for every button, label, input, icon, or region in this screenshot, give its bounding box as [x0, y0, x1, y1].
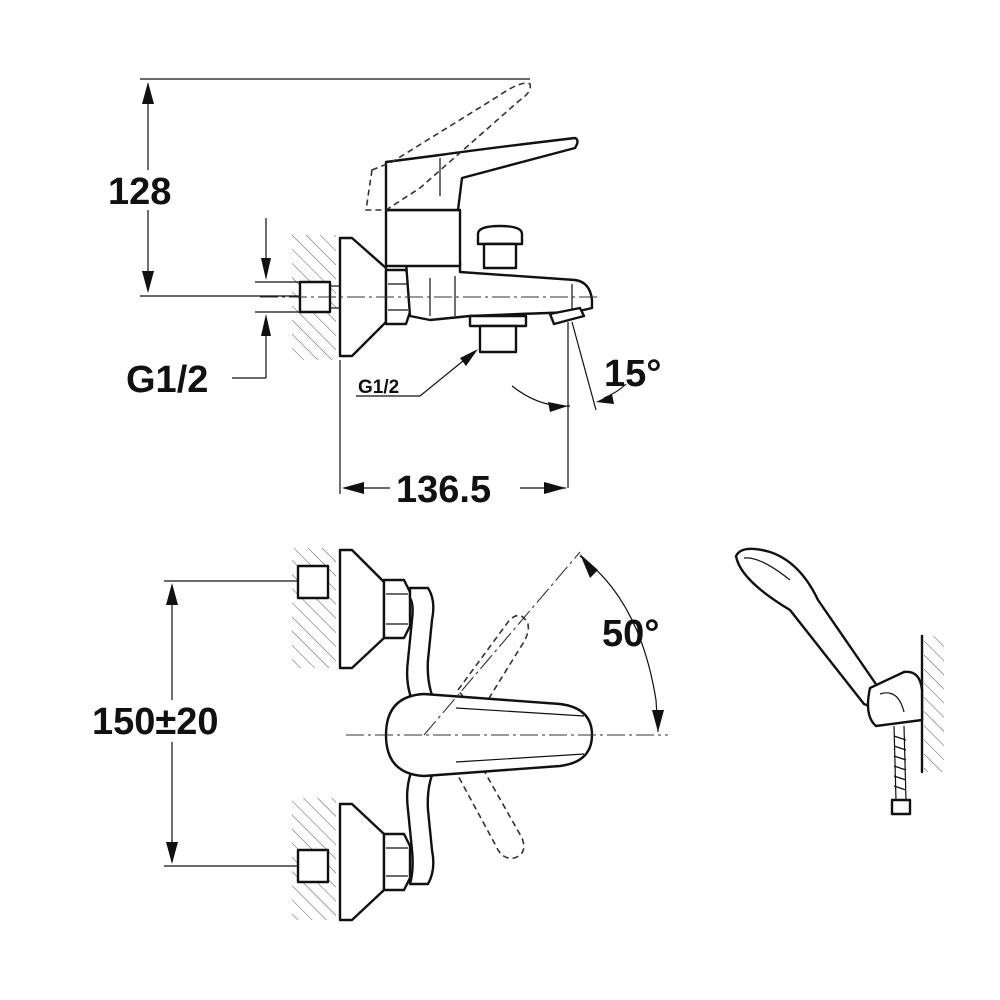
upper-flange [338, 548, 386, 670]
dim-thread-bottom-label: G1/2 [358, 377, 399, 398]
lower-hex-nut [382, 832, 412, 892]
shower-hose [893, 735, 907, 791]
dim-thread-left-label: G1/2 [126, 359, 208, 401]
side-cartridge [384, 208, 462, 268]
lever-rotated-50 [456, 614, 530, 718]
wall-hatch-shower [924, 636, 944, 772]
dim-spout-angle-label: 15° [604, 353, 661, 395]
side-diverter-knob [476, 224, 524, 246]
hand-shower-view [734, 547, 944, 816]
upper-hex-nut [382, 578, 412, 640]
dim-lever-angle-label: 50° [602, 613, 659, 655]
side-lever [384, 136, 579, 212]
side-shower-outlet [468, 314, 528, 328]
lower-flange [338, 802, 386, 922]
upper-pipe-stub [296, 564, 330, 600]
dim-height-label: 128 [108, 171, 171, 213]
dim-centers-label: 150±20 [92, 701, 219, 743]
front-view: 150±20 50° [92, 548, 668, 922]
shower-head [734, 547, 883, 710]
lower-arm [405, 756, 442, 886]
side-lever-raised [365, 82, 532, 211]
side-aerator [548, 306, 586, 326]
side-view: 128 G1/2 G1/2 15° 136.5 [108, 78, 661, 511]
dim-projection-label: 136.5 [396, 469, 491, 511]
lower-pipe-stub [296, 848, 330, 884]
hose-nut [890, 798, 912, 816]
shower-holder [866, 670, 924, 728]
